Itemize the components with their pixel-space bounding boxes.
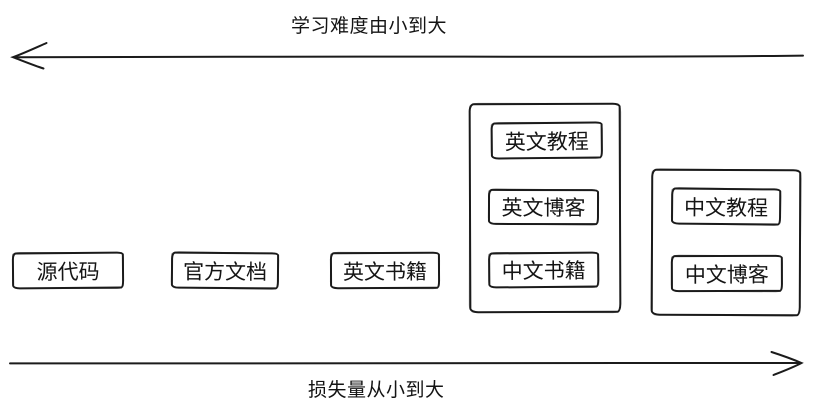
node-chinese-tutorials: 中文教程: [670, 187, 782, 226]
node-label: 英文书籍: [342, 259, 428, 284]
node-chinese-books: 中文书籍: [488, 251, 600, 289]
node-official-docs: 官方文档: [170, 251, 280, 290]
difficulty-axis-line: [13, 54, 804, 59]
node-english-blogs: 英文博客: [487, 188, 600, 226]
node-label: 中文教程: [684, 195, 769, 220]
difficulty-axis-label: 学习难度由小到大: [291, 15, 448, 37]
node-source-code: 源代码: [11, 251, 125, 290]
node-english-tutorials: 英文教程: [490, 121, 603, 160]
group-box-2: 中文教程 中文博客: [650, 168, 802, 317]
node-english-books: 英文书籍: [329, 251, 441, 290]
node-label: 中文博客: [684, 262, 769, 287]
node-label: 英文博客: [501, 195, 586, 221]
loss-axis-label: 损失量从小到大: [308, 379, 445, 401]
difficulty-axis-arrow: [10, 42, 804, 70]
node-label: 中文书籍: [501, 258, 586, 284]
node-chinese-blogs: 中文博客: [670, 254, 783, 293]
node-label: 源代码: [36, 259, 100, 284]
loss-axis-arrow: [9, 351, 804, 376]
group-box-1: 英文教程 英文博客 中文书籍: [468, 102, 622, 314]
node-label: 英文教程: [504, 129, 589, 154]
left-arrowhead-icon: [10, 42, 48, 70]
right-arrowhead-icon: [770, 351, 804, 376]
node-label: 官方文档: [182, 259, 268, 284]
